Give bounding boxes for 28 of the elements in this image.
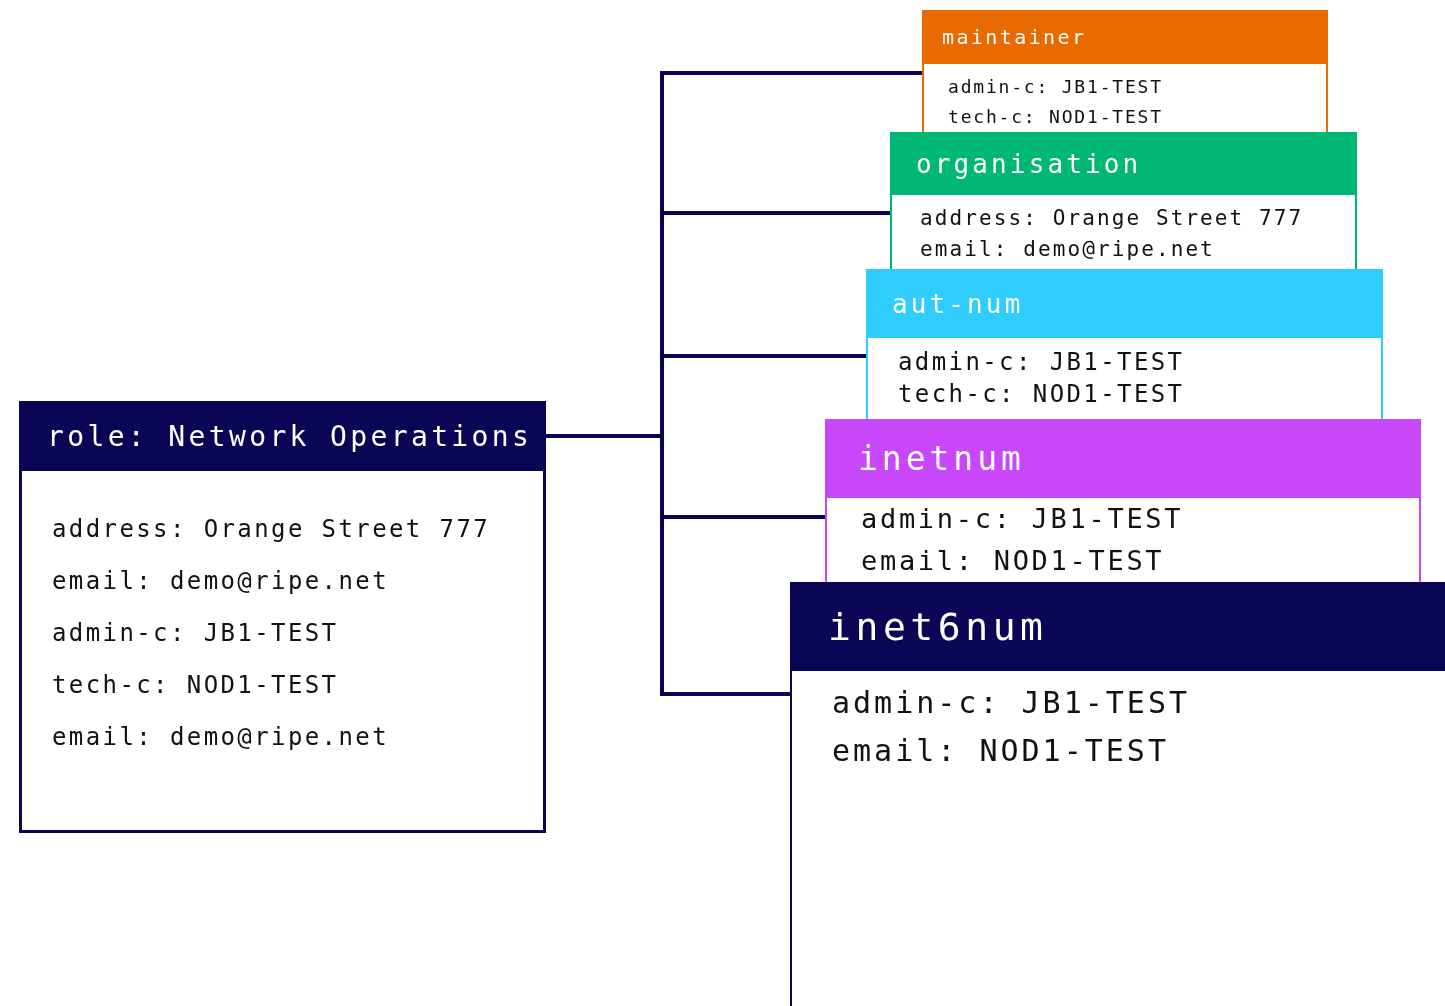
connector-line: [546, 434, 790, 696]
attribute-line: admin-c: JB1-TEST: [832, 684, 1191, 722]
record-card: [890, 132, 1357, 272]
attribute-line: tech-c: NOD1-TEST: [52, 670, 339, 701]
attribute-line: admin-c: JB1-TEST: [52, 618, 339, 649]
card-header: role: Network Operations: [19, 401, 546, 471]
card-header: maintainer: [922, 10, 1328, 64]
card-header: inet6num: [790, 582, 1445, 671]
card-header: organisation: [890, 132, 1357, 195]
record-card: [19, 401, 546, 833]
attribute-line: email: demo@ripe.net: [920, 236, 1215, 263]
card-header: inetnum: [825, 419, 1421, 498]
attribute-line: admin-c: JB1-TEST: [898, 347, 1185, 378]
card-header: aut-num: [866, 269, 1383, 338]
attribute-line: address: Orange Street 777: [920, 205, 1304, 232]
attribute-line: admin-c: JB1-TEST: [861, 502, 1184, 536]
record-card: [790, 582, 1445, 1006]
attribute-line: tech-c: NOD1-TEST: [948, 105, 1163, 129]
attribute-line: tech-c: NOD1-TEST: [898, 379, 1185, 410]
attribute-line: email: NOD1-TEST: [861, 544, 1165, 578]
attribute-line: email: demo@ripe.net: [52, 722, 389, 753]
attribute-line: address: Orange Street 777: [52, 514, 491, 545]
attribute-line: email: demo@ripe.net: [52, 566, 389, 597]
record-card: [866, 269, 1383, 421]
record-card: [825, 419, 1421, 584]
attribute-line: admin-c: JB1-TEST: [948, 75, 1163, 99]
record-card: [922, 10, 1328, 134]
attribute-line: email: NOD1-TEST: [832, 732, 1169, 770]
